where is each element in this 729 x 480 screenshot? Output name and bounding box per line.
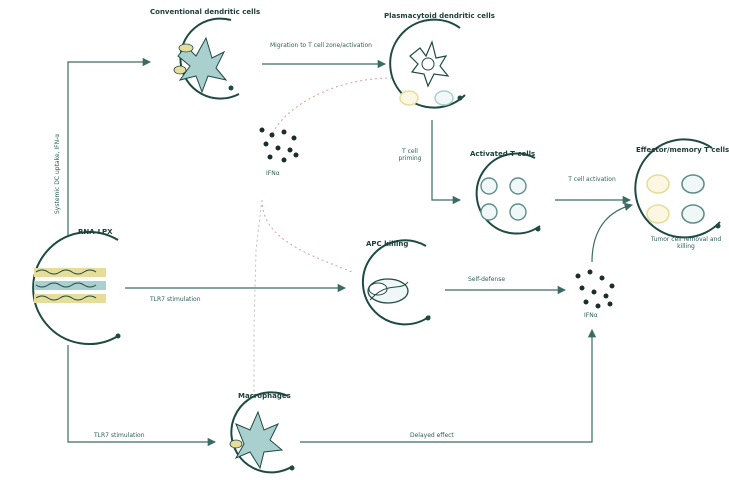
edge-bottom-to-ifn — [300, 328, 597, 443]
title-activated-t: Activated T cells — [470, 150, 536, 158]
edge-label-left-up: Systemic DC uptake, IFN-α — [54, 133, 61, 214]
lipoplex-icon — [34, 268, 106, 303]
edge-label-left-bottom: TLR7 stimulation — [94, 432, 145, 439]
ring-rna-lpx — [32, 231, 119, 345]
edge-label-bottom-ifn: Delayed effect — [410, 432, 454, 439]
title-rna-lpx: RNA-LPX — [78, 228, 113, 236]
title-conventional-dc: Conventional dendritic cells — [150, 8, 261, 16]
ring-plasmacytoid-dc — [389, 18, 466, 109]
ring-effector-t — [634, 138, 721, 239]
edge-left-to-top — [67, 57, 152, 236]
title-macrophages: Macrophages — [238, 392, 291, 400]
t-cell-icon — [480, 177, 527, 221]
ring-conventional-dc — [179, 17, 240, 100]
ring-activated-t — [475, 152, 541, 235]
node-plasmacytoid-dc — [389, 18, 466, 109]
edge-left-to-bottom — [67, 345, 217, 447]
title-apc-killing: APC killing — [366, 240, 409, 248]
label-ifn-mid: IFNα — [266, 170, 280, 177]
plasmacytoid-cell-icon — [399, 40, 454, 106]
node-conventional-dc — [173, 17, 240, 100]
dashed-ifn-to-apc — [261, 199, 353, 273]
edge-label-cd-pd: Migration to T cell zone/activation — [270, 42, 372, 49]
effector-cell-icon — [646, 174, 705, 224]
edge-pdc-to-act — [431, 120, 462, 205]
node-apc-killing — [361, 239, 431, 326]
connector-arrows — [67, 57, 634, 447]
dashed-links — [253, 77, 393, 400]
dot-cluster-icon — [575, 269, 615, 309]
edge-label-left-apc: TLR7 stimulation — [150, 296, 201, 303]
ring-macrophage — [230, 391, 294, 474]
edge-ifn-to-eff — [591, 202, 634, 263]
dashed-ifn-to-macrophage — [253, 199, 263, 400]
note-effector-t: Tumor cell removal and killing — [650, 236, 722, 250]
node-activated-t-cells — [475, 152, 541, 235]
edge-label-apc-ifn: Self-defense — [468, 276, 506, 283]
node-macrophages — [229, 391, 295, 474]
ring-end-dot — [115, 333, 121, 339]
dashed-pdc-to-ifn — [271, 77, 393, 136]
node-effector-t-cells — [634, 138, 721, 239]
dot-cluster-icon — [259, 127, 299, 163]
ring-apc — [361, 239, 431, 326]
node-rna-lpx — [32, 231, 121, 345]
dendritic-cell-icon — [173, 36, 228, 94]
apc-cell-icon — [367, 278, 409, 304]
edge-label-act-eff: T cell activation — [568, 176, 616, 183]
label-ifn-right: IFNα — [584, 312, 598, 319]
edge-label-pd-act: T cell priming — [398, 148, 422, 162]
title-effector-t: Effector/memory T cells — [636, 146, 729, 154]
macrophage-icon — [229, 410, 284, 470]
title-plasmacytoid-dc: Plasmacytoid dendritic cells — [384, 12, 495, 20]
